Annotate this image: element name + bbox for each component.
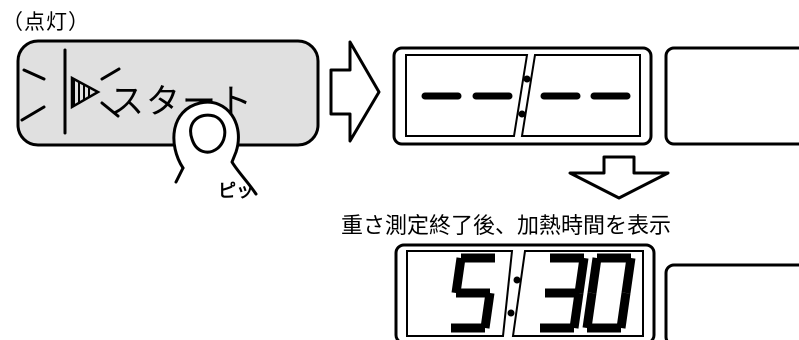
caption: 重さ測定終了後、加熱時間を表示 (341, 214, 672, 239)
digit-segment (480, 292, 495, 329)
secondary-display (664, 46, 799, 146)
digit-segment (616, 292, 631, 329)
arrow-right-icon (329, 40, 381, 143)
initial-display (392, 46, 653, 146)
digit-segment (587, 257, 602, 294)
initial-display-left-window (405, 54, 529, 137)
status-label: （点灯） (2, 10, 90, 34)
secondary-display-bottom (664, 263, 799, 340)
indicator-lamp-icon (20, 48, 121, 135)
initial-display-frame (392, 46, 653, 146)
colon-dot (518, 110, 526, 118)
colon-dot (507, 309, 515, 317)
digit-segment (574, 257, 589, 294)
digit-segment (451, 257, 466, 294)
finger-press-icon (172, 100, 258, 196)
colon-dot (523, 75, 531, 83)
initial-display-right-window (520, 54, 641, 137)
time-display-left-window (406, 250, 514, 337)
start-button-label[interactable]: スタート (110, 82, 254, 122)
start-button-body[interactable] (16, 39, 320, 147)
time-display-right-window (511, 250, 644, 337)
digit-segment (621, 257, 636, 294)
colon-dot (513, 276, 521, 284)
time-digits (451, 253, 636, 333)
digit-segment (582, 292, 597, 329)
start-button[interactable] (16, 39, 320, 147)
lamp-triangle-icon (70, 75, 101, 110)
beep-text: ピッ (218, 181, 254, 202)
arrow-down-icon (568, 155, 670, 200)
digit-segment (569, 292, 584, 329)
